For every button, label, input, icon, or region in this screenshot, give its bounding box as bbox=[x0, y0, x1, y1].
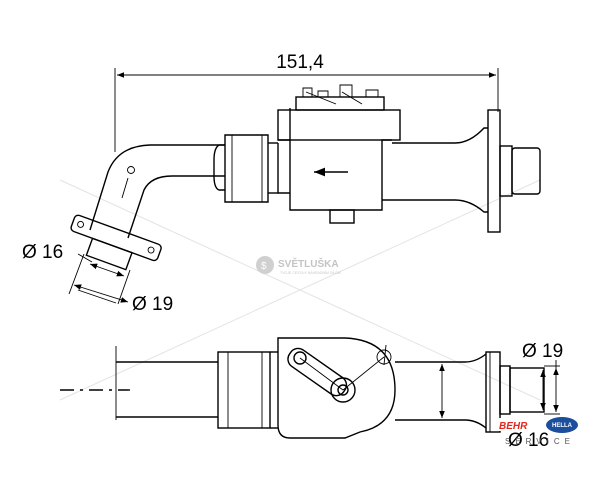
watermark-name: SVĚTLUŠKA bbox=[278, 257, 339, 270]
watermark: $ SVĚTLUŠKA TVOJE CESTA K NÁHRADNÍM DÍLŮ… bbox=[59, 179, 541, 401]
hella-logo-text: HELLA bbox=[552, 423, 573, 429]
svg-text:$: $ bbox=[261, 261, 267, 272]
length-dimension-label: 151,4 bbox=[276, 52, 324, 73]
coupling-top bbox=[224, 134, 269, 203]
watermark-logo-icon bbox=[256, 256, 274, 274]
sensor-screw-icon bbox=[330, 377, 356, 403]
top-diameter-19-label: Ø 19 bbox=[132, 294, 173, 315]
outlet-flange bbox=[487, 109, 501, 233]
thermostat-housing-bottom bbox=[277, 337, 396, 439]
behr-hella-service-logo: BEHR HELLA SERVICE bbox=[498, 417, 578, 446]
top-view: 151,4 bbox=[70, 52, 541, 271]
service-text: SERVICE bbox=[505, 437, 575, 446]
bottom-diameter-16-label: Ø 16 bbox=[508, 430, 549, 451]
bottom-view: Ø 19 Ø 16 bbox=[60, 337, 563, 451]
watermark-tagline: TVOJE CESTA K NÁHRADNÍM DÍLŮM bbox=[280, 270, 341, 275]
behr-logo: BEHR bbox=[499, 421, 528, 432]
thermostat-body bbox=[278, 139, 392, 211]
top-diameter-16-label: Ø 16 bbox=[22, 242, 63, 263]
bottom-diameter-19-label: Ø 19 bbox=[522, 341, 563, 362]
coupling-bottom bbox=[217, 351, 271, 429]
top-diameters: Ø 16 Ø 19 bbox=[22, 242, 173, 315]
inlet-bend bbox=[89, 144, 225, 231]
hella-logo-icon bbox=[546, 417, 578, 433]
